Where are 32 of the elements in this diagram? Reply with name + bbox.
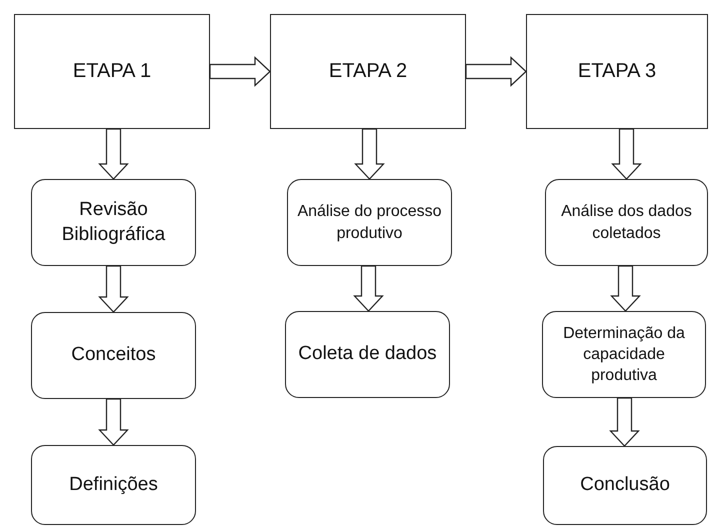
- box-text: ETAPA 3: [578, 60, 656, 83]
- block-arrow: [209, 56, 271, 87]
- box-text: ETAPA 1: [72, 60, 152, 83]
- block-arrow: [609, 397, 640, 447]
- stage-box: [14, 14, 210, 129]
- step-box: [542, 311, 706, 398]
- box-text: ETAPA 2: [328, 60, 408, 83]
- block-arrow: [98, 128, 129, 180]
- box-text: Revisão Bibliográfica: [60, 198, 166, 246]
- block-arrow: [465, 56, 527, 87]
- step-box: [285, 311, 450, 398]
- box-text: Definições: [69, 472, 158, 497]
- block-arrow: [98, 265, 129, 313]
- box-text: Conceitos: [71, 343, 156, 368]
- block-arrow: [98, 398, 129, 446]
- box-text: Análise do processo produtivo: [296, 202, 443, 244]
- step-box: [545, 179, 708, 266]
- block-arrow: [610, 265, 641, 312]
- block-arrow: [611, 128, 642, 180]
- step-box: [31, 445, 196, 525]
- step-box: [287, 179, 452, 266]
- stage-box: [270, 14, 466, 129]
- box-text: Conclusão: [580, 473, 670, 498]
- box-text: Determinação da capacidade produtiva: [562, 324, 686, 386]
- step-box: [31, 312, 196, 399]
- box-text: Análise dos dados coletados: [560, 202, 693, 244]
- block-arrow: [354, 128, 385, 180]
- step-box: [543, 446, 707, 525]
- block-arrow: [353, 265, 384, 312]
- step-box: [31, 179, 196, 266]
- stage-box: [526, 14, 708, 129]
- box-text: Coleta de dados: [298, 342, 437, 366]
